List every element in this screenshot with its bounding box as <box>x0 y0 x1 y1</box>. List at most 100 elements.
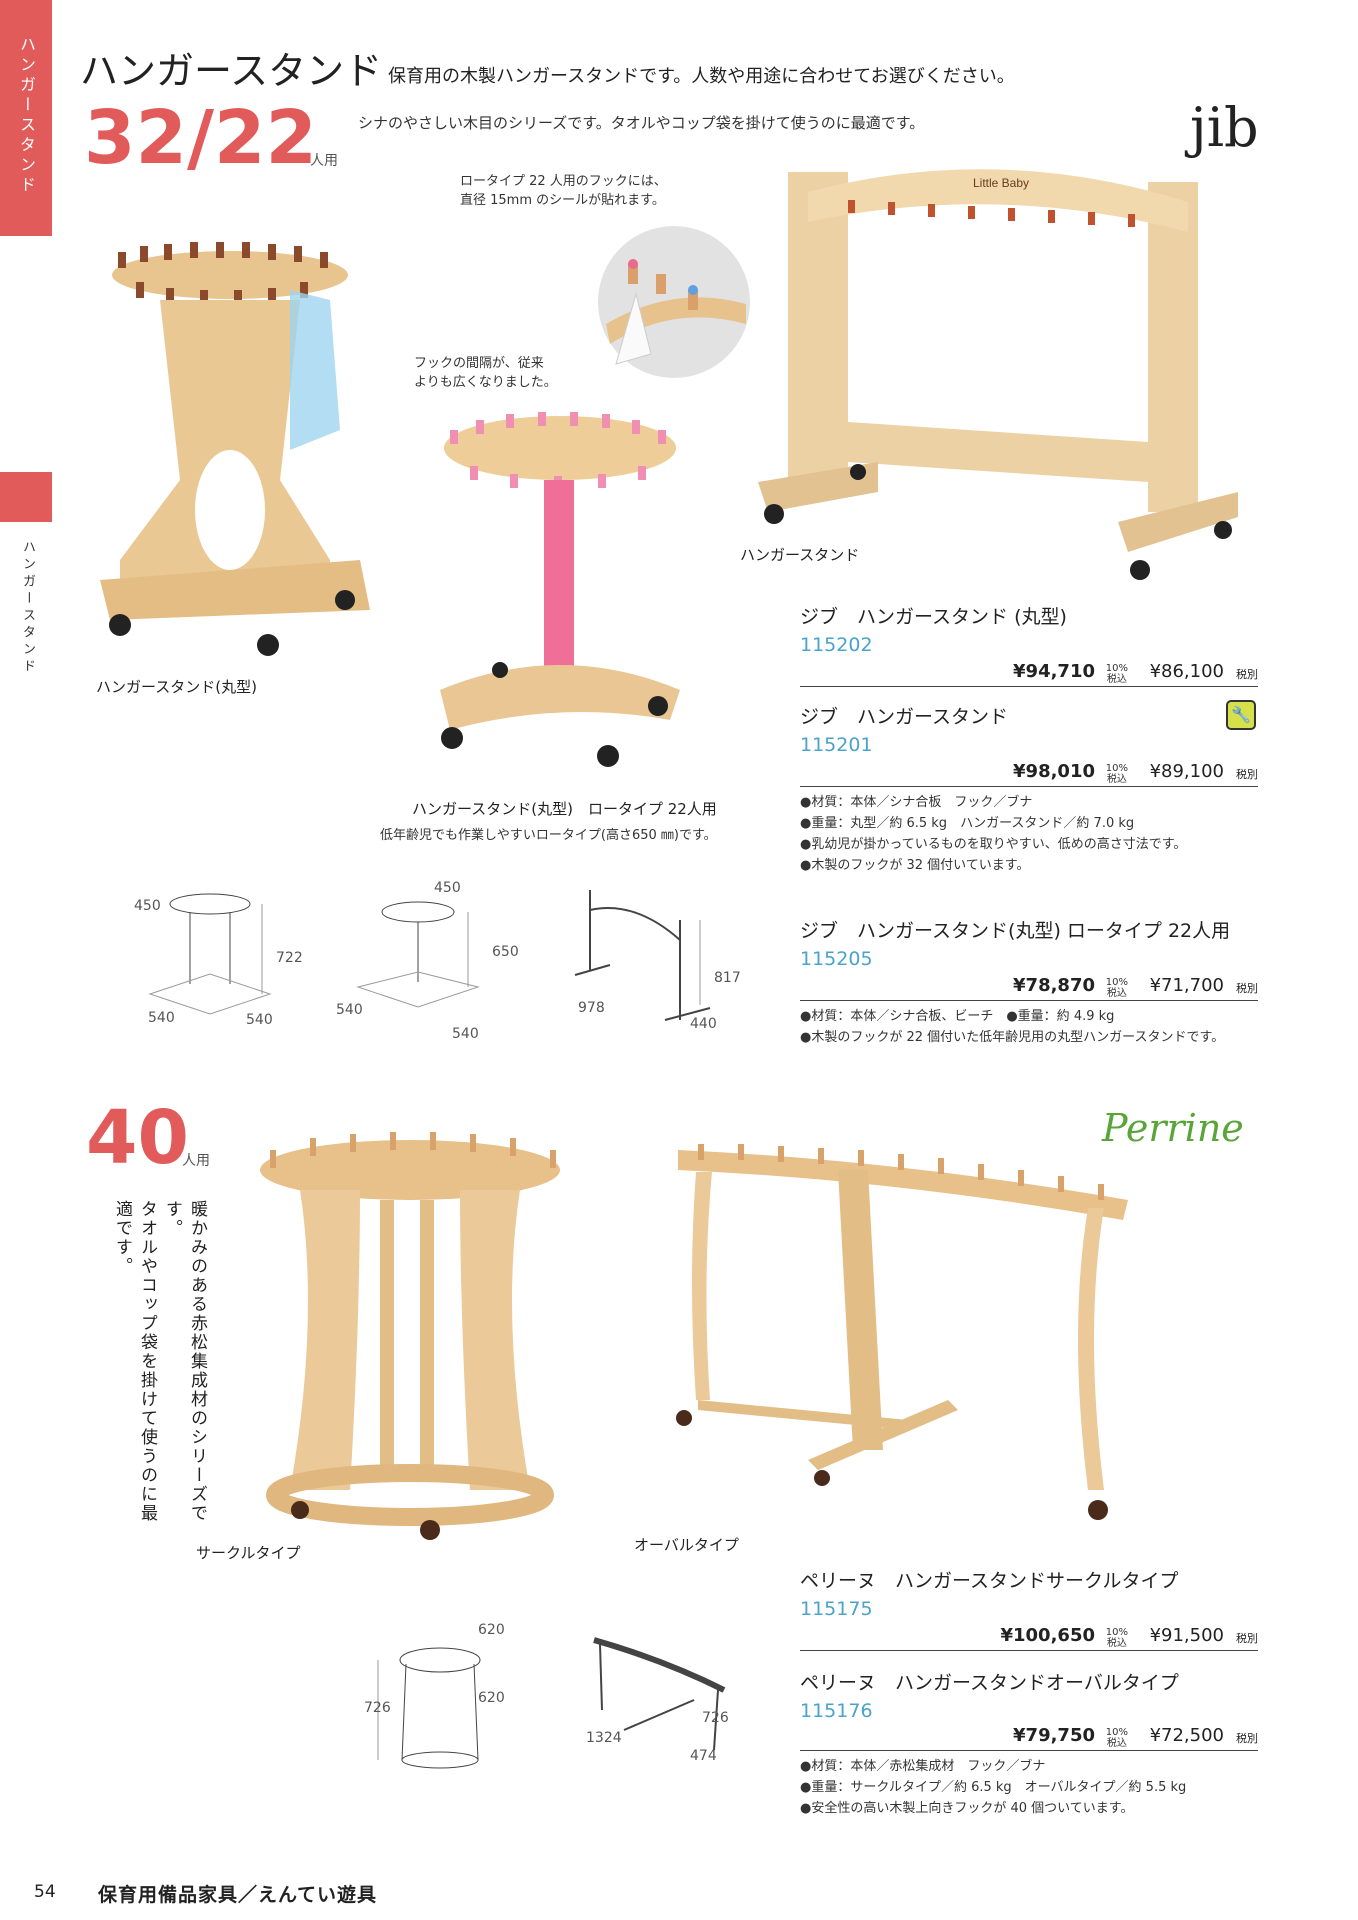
spec-line: ●木製のフックが 32 個付いています。 <box>800 858 1030 873</box>
page-title: ハンガースタンド <box>80 49 383 93</box>
round-stand-image <box>100 242 370 656</box>
price-row-115175: ¥100,650 10%税込 ¥91,500 税別 <box>800 1624 1258 1651</box>
tax-incl-label: 税込 <box>1106 1738 1127 1749</box>
product-code-115205: 115205 <box>800 948 873 970</box>
tax-incl-label: 税込 <box>1106 674 1127 685</box>
specs-c: ●材質：本体／赤松集成材 フック／ブナ ●重量：サークルタイプ／約 6.5 kg… <box>800 1756 1186 1819</box>
oval-type-image <box>676 1144 1128 1520</box>
tax-incl-label: 税込 <box>1106 988 1127 999</box>
caption-low-note: 低年齢児でも作業しやすいロータイプ(高さ650 ㎜)です。 <box>380 828 717 843</box>
product-name-115201: ジブ ハンガースタンド <box>800 706 1009 728</box>
low-stand-image <box>440 412 680 767</box>
dim-low-depth: 540 <box>336 1002 363 1018</box>
specs-b: ●材質：本体／シナ合板、ビーチ ●重量：約 4.9 kg ●木製のフックが 22… <box>800 1006 1224 1048</box>
product-name-115205: ジブ ハンガースタンド(丸型) ロータイプ 22人用 <box>800 920 1231 942</box>
caption-oval: オーバルタイプ <box>634 1536 739 1554</box>
dim-drawing-stand <box>574 890 711 1021</box>
tax-rate: 10% <box>1105 1727 1128 1738</box>
series2-line2: タオルやコップ袋を掛けて使うのに最適です。 <box>112 1200 157 1523</box>
dim-circle-depth: 620 <box>478 1690 505 1706</box>
tax-label: 10%税込 <box>1106 1727 1128 1749</box>
dim-low-width: 450 <box>434 880 461 896</box>
assembly-icon: 🔧 <box>1226 700 1256 730</box>
dim-round-depth: 540 <box>148 1010 175 1026</box>
spec-line: ●木製のフックが 22 個付いた低年齢児用の丸型ハンガースタンドです。 <box>800 1030 1225 1045</box>
side-tab-top: ハンガースタンド <box>0 0 52 236</box>
caption-circle: サークルタイプ <box>196 1544 301 1562</box>
price-incl: ¥94,710 <box>1013 661 1095 682</box>
dim-drawing-low <box>356 901 480 1008</box>
dim-low-depth2: 540 <box>452 1026 479 1042</box>
price-incl: ¥98,010 <box>1013 761 1095 782</box>
tax-incl-label: 税込 <box>1106 1638 1127 1649</box>
tax-excl-label: 税別 <box>1236 768 1258 781</box>
tax-rate: 10% <box>1105 977 1128 988</box>
dim-circle-height: 726 <box>364 1700 391 1716</box>
series1-description: シナのやさしい木目のシリーズです。タオルやコップ袋を掛けて使うのに最適です。 <box>358 114 925 132</box>
spec-line: ●材質：本体／シナ合板、ビーチ ●重量：約 4.9 kg <box>800 1009 1115 1024</box>
callout-spacing-line2: よりも広くなりました。 <box>414 375 557 390</box>
tax-incl-label: 税込 <box>1106 774 1127 785</box>
product-name-115175: ペリーヌ ハンガースタンドサークルタイプ <box>800 1570 1179 1592</box>
dim-round-depth2: 540 <box>246 1012 273 1028</box>
price-excl: ¥72,500 <box>1149 1725 1224 1746</box>
brand-jib-logo: jib <box>1190 96 1259 159</box>
capacity-32-22: 32/22 <box>84 95 317 181</box>
price-row-115205: ¥78,870 10%税込 ¥71,700 税別 <box>800 974 1258 1001</box>
caption-round: ハンガースタンド(丸型) <box>96 678 257 696</box>
series2-line1: 暖かみのある赤松集成材のシリーズです。 <box>162 1200 207 1523</box>
callout-spacing: フックの間隔が、従来 よりも広くなりました。 <box>414 354 557 392</box>
dim-oval-depth: 474 <box>690 1748 717 1764</box>
circle-type-image <box>260 1132 560 1540</box>
product-code-115175: 115175 <box>800 1598 873 1620</box>
tax-rate: 10% <box>1105 663 1128 674</box>
hook-detail-image <box>598 226 750 378</box>
rack-stand-image: Little Baby <box>758 169 1238 580</box>
dim-round-width: 450 <box>134 898 161 914</box>
price-row-115176: ¥79,750 10%税込 ¥72,500 税別 <box>800 1724 1258 1751</box>
price-row-115201: ¥98,010 10%税込 ¥89,100 税別 <box>800 760 1258 787</box>
callout-sticker-line1: ロータイプ 22 人用のフックには、 <box>460 174 667 189</box>
footer-title: 保育用備品家具／えんてい遊具 <box>98 1884 378 1906</box>
page-number: 54 <box>34 1882 56 1902</box>
lead-text: 保育用の木製ハンガースタンドです。人数や用途に合わせてお選びください。 <box>388 66 1015 87</box>
tax-label: 10%税込 <box>1106 663 1128 685</box>
side-tab-mid-label: ハンガースタンド <box>20 540 35 676</box>
little-baby-label: Little Baby <box>973 176 1029 190</box>
capacity-unit-1: 人用 <box>310 153 338 169</box>
product-code-115201: 115201 <box>800 734 873 756</box>
dim-oval-width: 1324 <box>586 1730 622 1746</box>
side-tab-top-label: ハンガースタンド <box>17 36 36 196</box>
series2-description: 暖かみのある赤松集成材のシリーズです。 タオルやコップ袋を掛けて使うのに最適です… <box>110 1200 210 1540</box>
tax-rate: 10% <box>1105 1627 1128 1638</box>
callout-spacing-line1: フックの間隔が、従来 <box>414 356 544 371</box>
callout-sticker: ロータイプ 22 人用のフックには、 直径 15mm のシールが貼れます。 <box>460 172 667 210</box>
dim-round-height: 722 <box>276 950 303 966</box>
side-tab-mid-bar <box>0 472 52 522</box>
tax-label: 10%税込 <box>1106 977 1128 999</box>
product-code-115202: 115202 <box>800 634 873 656</box>
price-excl: ¥91,500 <box>1149 1625 1224 1646</box>
dim-stand-depth: 440 <box>690 1016 717 1032</box>
product-code-115176: 115176 <box>800 1700 873 1722</box>
dim-drawing-oval <box>593 1637 726 1751</box>
tax-rate: 10% <box>1105 763 1128 774</box>
dim-oval-height: 726 <box>702 1710 729 1726</box>
brand-perrine-logo: Perrine <box>1102 1106 1244 1150</box>
price-incl: ¥78,870 <box>1013 975 1095 996</box>
product-name-115202: ジブ ハンガースタンド (丸型) <box>800 606 1067 628</box>
price-excl: ¥71,700 <box>1149 975 1224 996</box>
price-row-115202: ¥94,710 10%税込 ¥86,100 税別 <box>800 660 1258 687</box>
capacity-40: 40 <box>86 1095 189 1181</box>
dim-stand-height: 817 <box>714 970 741 986</box>
price-incl: ¥100,650 <box>1000 1625 1095 1646</box>
dim-circle-width: 620 <box>478 1622 505 1638</box>
dim-drawing-round <box>148 893 272 1015</box>
specs-a: ●材質：本体／シナ合板 フック／ブナ ●重量：丸型／約 6.5 kg ハンガース… <box>800 792 1186 876</box>
tax-label: 10%税込 <box>1106 1627 1128 1649</box>
caption-stand: ハンガースタンド <box>740 546 860 564</box>
price-incl: ¥79,750 <box>1013 1725 1095 1746</box>
tax-excl-label: 税別 <box>1236 1732 1258 1745</box>
spec-line: ●重量：サークルタイプ／約 6.5 kg オーバルタイプ／約 5.5 kg <box>800 1780 1187 1795</box>
tax-label: 10%税込 <box>1106 763 1128 785</box>
